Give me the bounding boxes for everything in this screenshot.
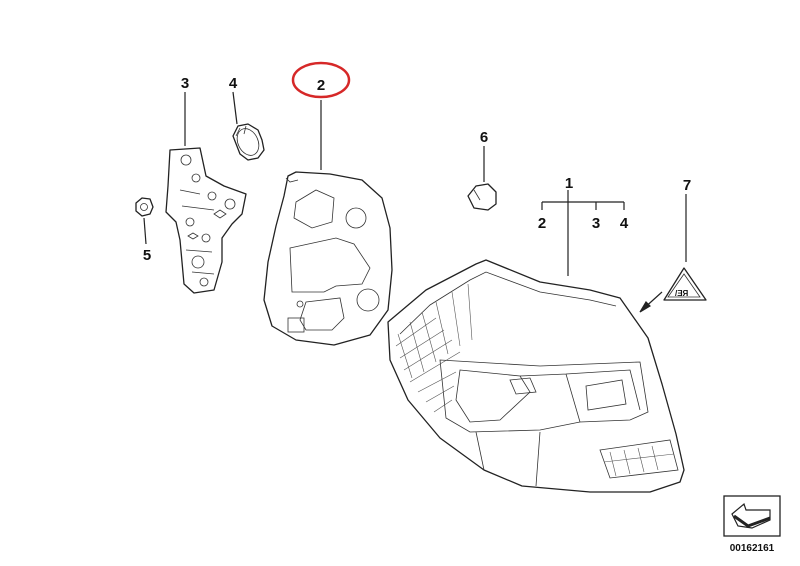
callout-3: 3 [181, 75, 189, 92]
warning-label-part[interactable]: /ƎЯ [663, 267, 707, 301]
callout-5: 5 [143, 247, 151, 264]
callout-sub-4: 4 [620, 215, 629, 232]
bulb-part[interactable] [232, 123, 265, 161]
highlight-circle [291, 61, 351, 99]
callout-sub-3: 3 [592, 215, 600, 232]
warning-label-glyph: /ƎЯ [675, 289, 689, 298]
callout-4: 4 [229, 75, 238, 92]
callout-7: 7 [683, 177, 691, 194]
diagram-code: 00162161 [730, 543, 775, 554]
gasket-part[interactable] [263, 171, 393, 346]
nut-part[interactable] [135, 197, 154, 217]
cap-part[interactable] [467, 183, 497, 211]
callout-2: 2 [317, 77, 325, 94]
callouts: 3 4 5 2 6 1 2 3 4 7 [143, 75, 691, 264]
callout-1: 1 [565, 175, 573, 192]
callout-6: 6 [480, 129, 488, 146]
leader-lines [143, 91, 687, 313]
callout-sub-2: 2 [538, 215, 546, 232]
tail-light-part[interactable] [387, 259, 685, 493]
bulb-carrier-part[interactable] [165, 147, 247, 294]
diagram-code-box: 00162161 [723, 495, 781, 554]
